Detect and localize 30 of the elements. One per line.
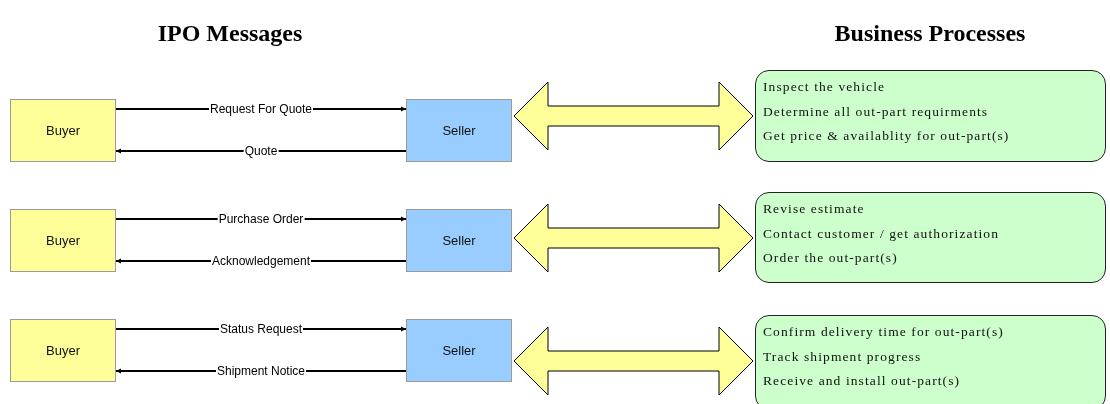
double-block-arrow (513, 81, 754, 151)
process-step: Track shipment progress (763, 344, 1105, 369)
process-step: Inspect the vehicle (763, 75, 1105, 100)
edge-label: Status Request (218, 322, 304, 336)
seller-box: Seller (406, 319, 512, 382)
column-heading: Business Processes (834, 20, 1026, 47)
process-step: Revise estimate (763, 197, 1105, 222)
buyer-box: Buyer (10, 209, 116, 272)
buyer-box: Buyer (10, 319, 116, 382)
process-step: Confirm delivery time for out-part(s) (763, 320, 1105, 345)
edge-label: Shipment Notice (216, 364, 306, 378)
process-box (755, 70, 1106, 162)
edge-label: Purchase Order (217, 212, 305, 226)
seller-box: Seller (406, 99, 512, 162)
buyer-box: Buyer (10, 99, 116, 162)
process-step: Order the out-part(s) (763, 246, 1105, 271)
process-step: Determine all out-part requirments (763, 99, 1105, 124)
edge-label: Request For Quote (208, 102, 314, 116)
double-block-arrow (513, 326, 754, 396)
process-step: Get price & availablity for out-part(s) (763, 124, 1105, 149)
process-box (755, 315, 1106, 404)
process-step: Contact customer / get authorization (763, 221, 1105, 246)
column-heading: IPO Messages (157, 20, 303, 47)
process-box (755, 192, 1106, 283)
process-step: Receive and install out-part(s) (763, 369, 1105, 394)
edge-label: Acknowledgement (210, 254, 312, 268)
double-block-arrow (513, 203, 754, 273)
seller-box: Seller (406, 209, 512, 272)
edge-label: Quote (243, 144, 279, 158)
arrow (115, 148, 407, 154)
